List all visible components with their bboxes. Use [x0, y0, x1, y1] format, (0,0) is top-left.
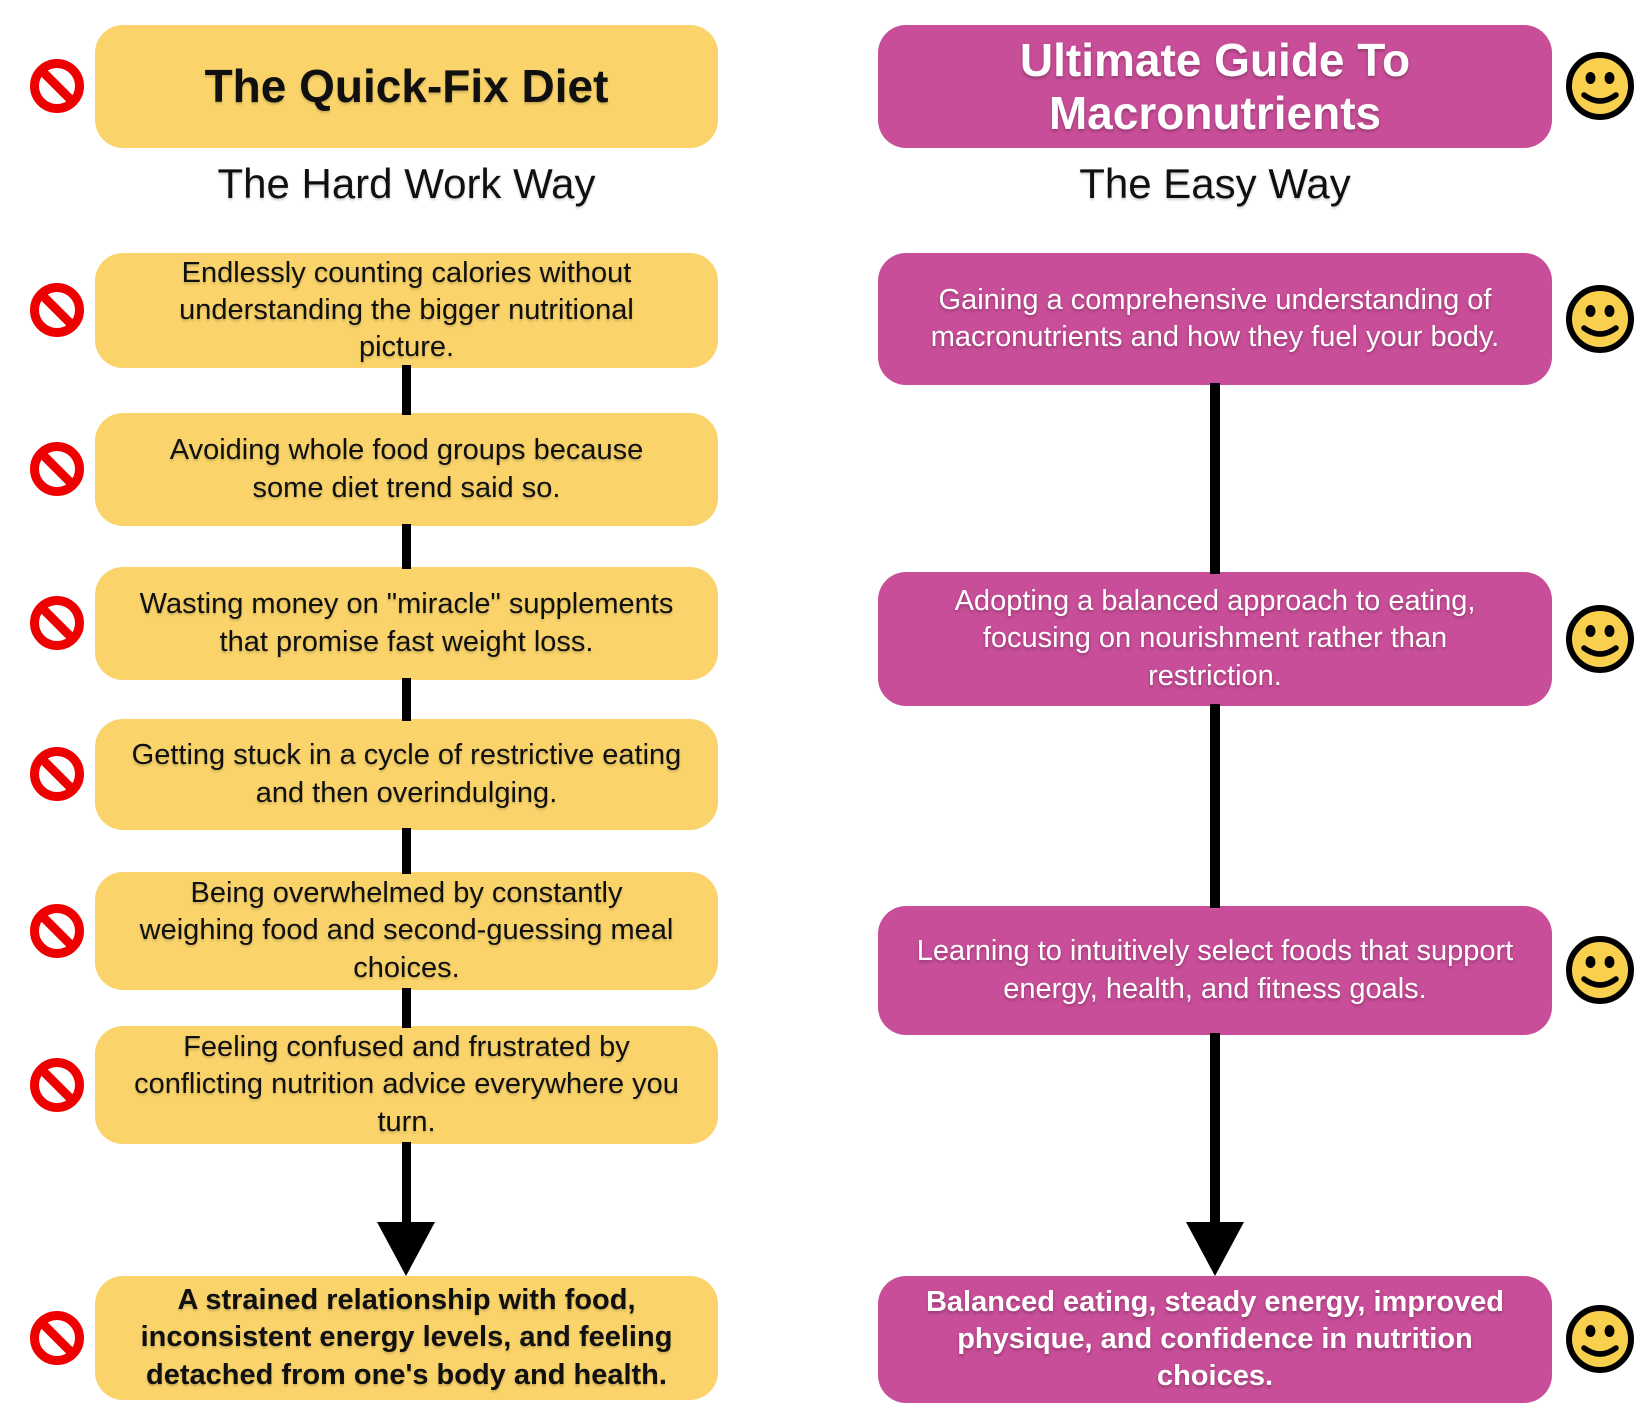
left-step-box: Endlessly counting calories without unde…: [95, 253, 718, 368]
no-entry-icon: [30, 904, 84, 958]
left-step-box: Being overwhelmed by constantly weighing…: [95, 872, 718, 990]
left-step-text: Feeling confused and frustrated by confl…: [134, 1031, 679, 1138]
no-entry-icon: [30, 747, 84, 801]
connector-line: [1210, 704, 1220, 908]
smiley-icon: [1565, 604, 1635, 674]
down-arrow-shaft: [402, 1142, 411, 1226]
left-step-box: Avoiding whole food groups because some …: [95, 413, 718, 526]
left-step-text: Getting stuck in a cycle of restrictive …: [131, 739, 682, 809]
down-arrow-shaft: [1210, 1033, 1220, 1226]
no-entry-icon: [30, 1058, 84, 1112]
connector-line: [402, 678, 411, 721]
connector-line: [402, 524, 411, 569]
connector-line: [402, 828, 411, 874]
connector-line: [402, 365, 411, 415]
left-step-text: Being overwhelmed by constantly weighing…: [139, 877, 674, 984]
left-title: The Quick-Fix Diet: [204, 60, 609, 113]
left-title-box: The Quick-Fix Diet: [95, 25, 718, 148]
connector-line: [402, 988, 411, 1028]
smiley-icon: [1565, 284, 1635, 354]
no-entry-icon: [30, 596, 84, 650]
right-title-box: Ultimate Guide To Macronutrients: [878, 25, 1552, 148]
smiley-icon: [1565, 1304, 1635, 1374]
left-subtitle: The Hard Work Way: [217, 160, 596, 207]
right-title: Ultimate Guide To Macronutrients: [1019, 33, 1411, 139]
right-step-text: Learning to intuitively select foods tha…: [916, 935, 1514, 1005]
right-step-box: Learning to intuitively select foods tha…: [878, 906, 1552, 1035]
right-result-text: Balanced eating, steady energy, improved…: [925, 1285, 1505, 1393]
right-subtitle: The Easy Way: [1079, 160, 1351, 207]
no-entry-icon: [30, 283, 84, 337]
left-step-text: Wasting money on "miracle" supplements t…: [139, 588, 674, 658]
left-result-box: A strained relationship with food, incon…: [95, 1276, 718, 1400]
smiley-icon: [1565, 935, 1635, 1005]
right-step-box: Gaining a comprehensive understanding of…: [878, 253, 1552, 385]
right-result-box: Balanced eating, steady energy, improved…: [878, 1276, 1552, 1403]
left-step-box: Wasting money on "miracle" supplements t…: [95, 567, 718, 680]
no-entry-icon: [30, 442, 84, 496]
down-arrow-icon: [1186, 1222, 1244, 1276]
left-step-text: Endlessly counting calories without unde…: [179, 256, 634, 364]
right-step-box: Adopting a balanced approach to eating, …: [878, 572, 1552, 706]
left-step-box: Getting stuck in a cycle of restrictive …: [95, 719, 718, 830]
smiley-icon: [1565, 51, 1635, 121]
right-step-text: Gaining a comprehensive understanding of…: [930, 283, 1500, 353]
no-entry-icon: [30, 1311, 84, 1365]
no-entry-icon: [30, 59, 84, 113]
connector-line: [1210, 383, 1220, 574]
right-step-text: Adopting a balanced approach to eating, …: [954, 585, 1476, 692]
left-step-text: Avoiding whole food groups because some …: [169, 434, 644, 504]
left-step-box: Feeling confused and frustrated by confl…: [95, 1026, 718, 1144]
down-arrow-icon: [377, 1222, 435, 1276]
left-result-text: A strained relationship with food, incon…: [140, 1284, 673, 1391]
